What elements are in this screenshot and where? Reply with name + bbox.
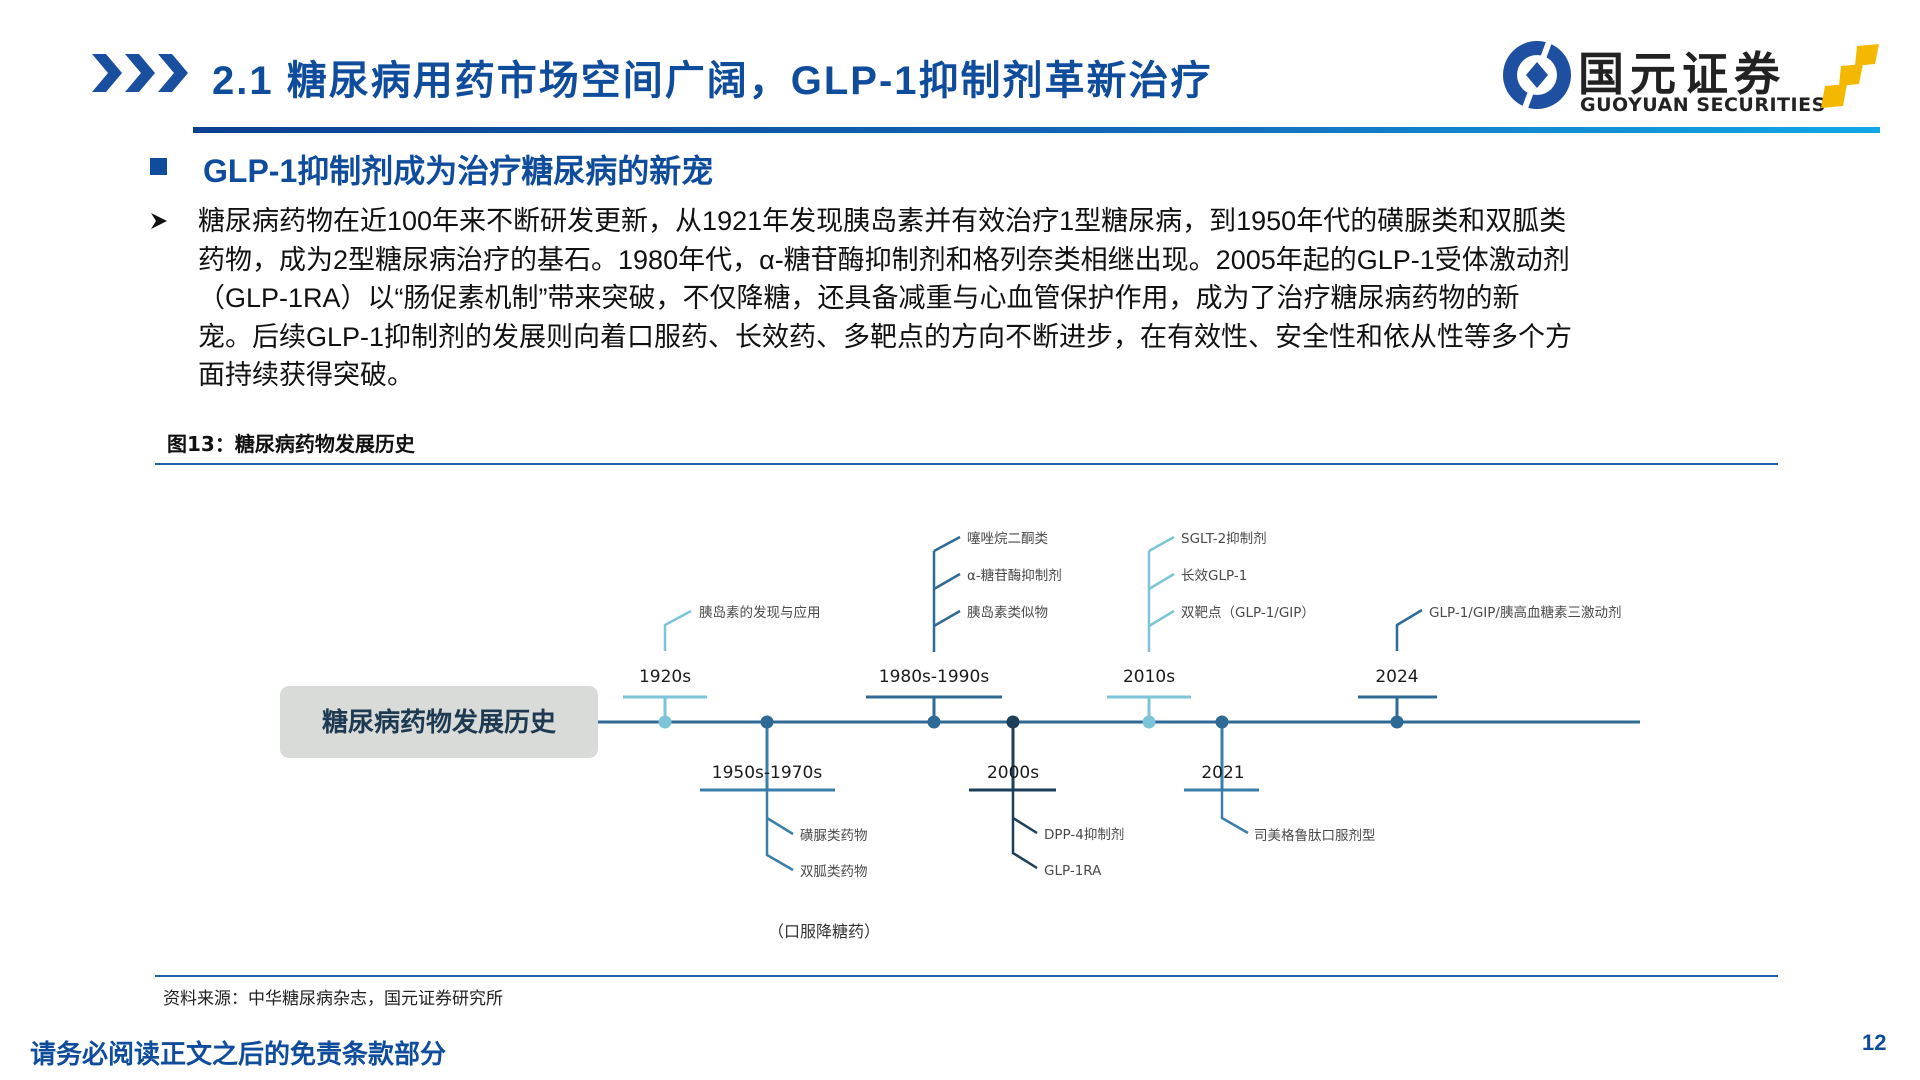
svg-text:噻唑烷二酮类: 噻唑烷二酮类 bbox=[967, 530, 1048, 547]
svg-text:1920s: 1920s bbox=[639, 667, 691, 687]
period-2000s: 2000s DPP-4抑制剂 GLP-1RA bbox=[969, 715, 1124, 879]
period-2021: 2021 司美格鲁肽口服剂型 bbox=[1184, 715, 1376, 844]
period-2010s: 2010s SGLT-2抑制剂 长效GLP-1 双靶点（GLP-1/GIP） bbox=[1107, 531, 1315, 729]
chevrons-icon bbox=[92, 54, 188, 92]
svg-text:双靶点（GLP-1/GIP）: 双靶点（GLP-1/GIP） bbox=[1181, 605, 1315, 621]
svg-text:胰岛素类似物: 胰岛素类似物 bbox=[967, 605, 1048, 621]
body-line: 药物，成为2型糖尿病治疗的基石。1980年代，α-糖苷酶抑制剂和格列奈类相继出现… bbox=[198, 244, 1570, 275]
period-1920s: 1920s 胰岛素的发现与应用 bbox=[623, 604, 821, 729]
svg-text:司美格鲁肽口服剂型: 司美格鲁肽口服剂型 bbox=[1254, 828, 1376, 844]
logo-diamonds-icon bbox=[1821, 44, 1879, 108]
page-title: 2.1 糖尿病用药市场空间广阔，GLP-1抑制剂革新治疗 bbox=[212, 59, 1213, 103]
svg-text:GLP-1RA: GLP-1RA bbox=[1044, 863, 1102, 879]
svg-text:GLP-1/GIP/胰高血糖素三激动剂: GLP-1/GIP/胰高血糖素三激动剂 bbox=[1429, 604, 1621, 621]
figure-top-rule bbox=[155, 463, 1778, 465]
body-line: 面持续获得突破。 bbox=[198, 360, 414, 390]
svg-text:2010s: 2010s bbox=[1123, 667, 1175, 687]
source-note: 资料来源：中华糖尿病杂志，国元证券研究所 bbox=[163, 989, 503, 1009]
arrow-bullet-icon bbox=[151, 213, 167, 229]
svg-text:2024: 2024 bbox=[1375, 667, 1418, 687]
disclaimer: 请务必阅读正文之后的免责条款部分 bbox=[30, 1040, 447, 1070]
timeline-diagram: 糖尿病药物发展历史 1920s 胰岛素的发现与应用 1950s-1970s 磺脲… bbox=[280, 530, 1640, 941]
svg-text:胰岛素的发现与应用: 胰岛素的发现与应用 bbox=[699, 604, 821, 621]
page-number: 12 bbox=[1862, 1030, 1887, 1055]
period-2024: 2024 GLP-1/GIP/胰高血糖素三激动剂 bbox=[1358, 604, 1621, 729]
svg-text:1950s-1970s: 1950s-1970s bbox=[712, 763, 823, 783]
svg-text:双胍类药物: 双胍类药物 bbox=[800, 864, 868, 880]
timeline-title: 糖尿病药物发展历史 bbox=[322, 707, 557, 738]
svg-text:2000s: 2000s bbox=[987, 763, 1039, 783]
body-line: 糖尿病药物在近100年来不断研发更新，从1921年发现胰岛素并有效治疗1型糖尿病… bbox=[198, 206, 1567, 236]
figure-caption: 图13：糖尿病药物发展历史 bbox=[167, 432, 415, 456]
svg-text:α-糖苷酶抑制剂: α-糖苷酶抑制剂 bbox=[967, 568, 1062, 584]
svg-text:DPP-4抑制剂: DPP-4抑制剂 bbox=[1044, 827, 1124, 843]
timeline-title-box bbox=[280, 686, 598, 758]
section-subtitle: GLP-1抑制剂成为治疗糖尿病的新宠 bbox=[203, 153, 714, 189]
period-1980s-1990s: 1980s-1990s 噻唑烷二酮类 α-糖苷酶抑制剂 胰岛素类似物 bbox=[866, 530, 1062, 729]
svg-text:（口服降糖药）: （口服降糖药） bbox=[768, 922, 880, 941]
figure-bottom-rule bbox=[155, 975, 1778, 977]
svg-text:SGLT-2抑制剂: SGLT-2抑制剂 bbox=[1181, 531, 1267, 547]
period-1950s-1970s: 1950s-1970s 磺脲类药物 双胍类药物 （口服降糖药） bbox=[700, 715, 880, 941]
logo-chinese-name: 国元证券 bbox=[1578, 47, 1786, 101]
header-rule bbox=[193, 127, 1880, 133]
svg-text:2021: 2021 bbox=[1201, 763, 1244, 783]
body-paragraph: 糖尿病药物在近100年来不断研发更新，从1921年发现胰岛素并有效治疗1型糖尿病… bbox=[198, 202, 1848, 395]
square-bullet-icon bbox=[150, 158, 167, 175]
svg-text:长效GLP-1: 长效GLP-1 bbox=[1181, 568, 1247, 584]
guoyuan-emblem-icon bbox=[1503, 39, 1571, 111]
body-line: 宠。后续GLP-1抑制剂的发展则向着口服药、长效药、多靶点的方向不断进步，在有效… bbox=[198, 321, 1573, 352]
svg-text:磺脲类药物: 磺脲类药物 bbox=[800, 828, 868, 844]
svg-text:1980s-1990s: 1980s-1990s bbox=[879, 667, 990, 687]
body-line: （GLP-1RA）以“肠促素机制”带来突破，不仅降糖，还具备减重与心血管保护作用… bbox=[198, 283, 1520, 313]
logo-english-name: GUOYUAN SECURITIES bbox=[1580, 94, 1826, 116]
